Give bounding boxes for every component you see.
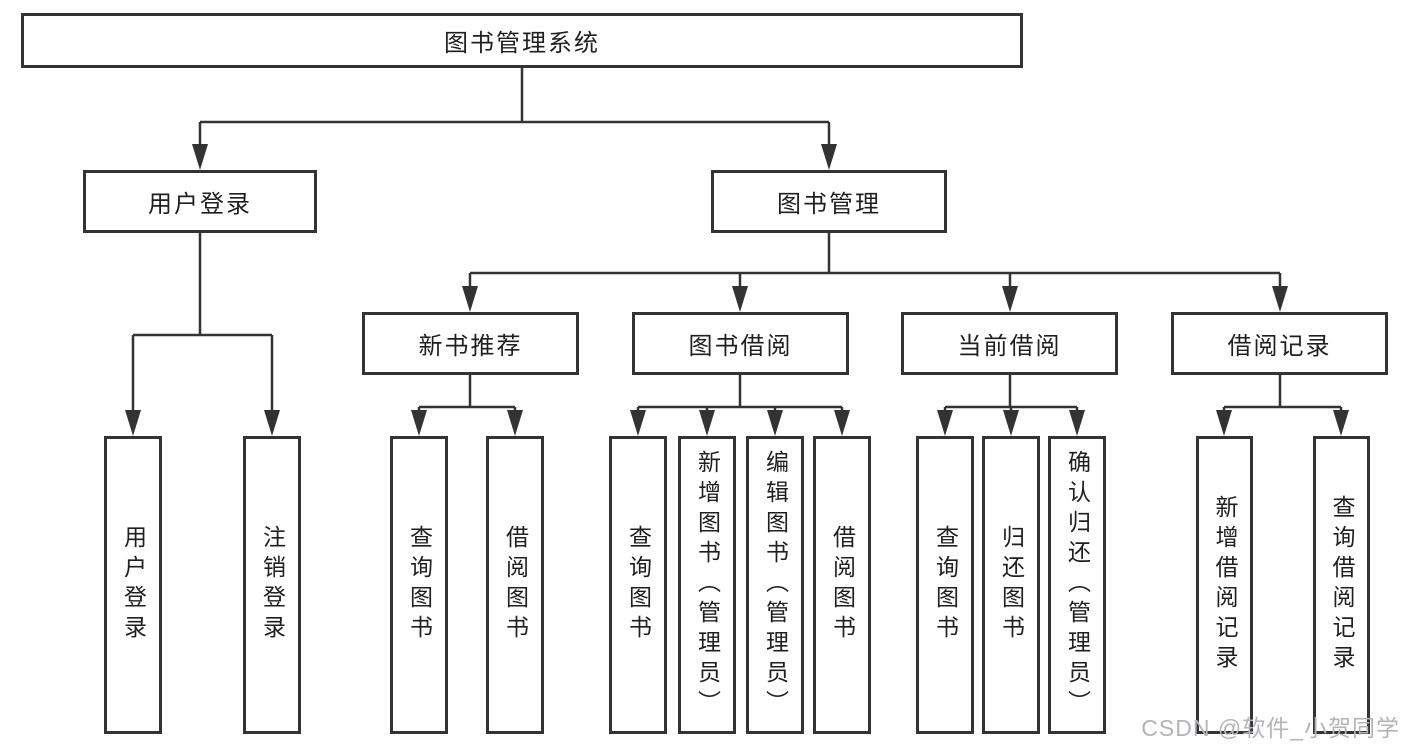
node-label: 图书管理系统 [444,30,600,57]
connector-line [131,233,274,412]
node-label: 图书借阅 [688,333,793,360]
connector-user-login-to-leaves [125,233,280,436]
node-query-books-2: 查询图书 [609,436,667,734]
connector-line [1222,375,1343,412]
csdn-watermark: CSDN @软件_小贺同学 [1141,715,1400,741]
arrowhead-icon [192,144,837,170]
node-label: 新增借阅记录 [1212,495,1238,675]
connector-current-borrowing-to-leaves [937,375,1085,436]
arrowhead-icon [411,410,523,436]
node-borrow-books-2: 借阅图书 [813,436,871,734]
node-label: 借阅记录 [1227,333,1332,360]
connector-line [198,68,831,148]
arrowhead-icon [937,410,1085,436]
node-query-borrow-record: 查询借阅记录 [1313,436,1370,734]
node-label: 查询图书 [406,525,433,645]
connector-line [636,375,844,412]
node-borrow-books-1: 借阅图书 [486,436,544,734]
connector-line [943,375,1079,412]
node-label: 图书管理 [777,191,881,218]
node-current-borrowing: 当前借阅 [901,312,1118,375]
node-query-books-1: 查询图书 [390,436,448,734]
node-label: 借阅图书 [502,525,529,645]
node-query-books-3: 查询图书 [916,436,974,734]
node-confirm-return-admin: 确认归还（管理员） [1048,436,1106,734]
arrowhead-icon [630,410,850,436]
node-add-borrow-record: 新增借阅记录 [1196,436,1253,734]
node-return-books: 归还图书 [982,436,1040,734]
connector-line [468,233,1282,288]
node-label: 查询图书 [625,525,652,645]
node-book-management-system: 图书管理系统 [21,13,1023,68]
arrowhead-icon [462,286,1288,312]
node-logout: 注销登录 [243,436,301,734]
node-borrowing-records: 借阅记录 [1171,312,1388,375]
node-add-books-admin: 新增图书（管理员） [678,436,736,734]
arrowhead-icon [1216,410,1349,436]
node-label: 用户登录 [148,191,252,218]
node-label: 归还图书 [998,525,1025,645]
arrowhead-icon [125,410,280,436]
node-edit-books-admin: 编辑图书（管理员） [746,436,804,734]
node-label: 注销登录 [259,525,286,645]
connector-book-management-to-level3 [462,233,1288,312]
connector-new-book-recommend-to-leaves [411,375,523,436]
node-label: 确认归还（管理员） [1064,450,1091,720]
node-user-login-leaf: 用户登录 [104,436,162,734]
node-book-borrowing: 图书借阅 [632,312,849,375]
node-user-login: 用户登录 [83,170,317,233]
node-label: 编辑图书（管理员） [762,450,789,720]
node-new-book-recommend: 新书推荐 [362,312,579,375]
connector-borrowing-records-to-leaves [1216,375,1349,436]
node-label: 新增图书（管理员） [694,450,721,720]
connector-line [417,375,517,412]
node-label: 查询图书 [932,525,959,645]
node-book-management: 图书管理 [711,170,947,233]
node-label: 当前借阅 [957,333,1062,360]
connector-book-borrowing-to-leaves [630,375,850,436]
node-label: 用户登录 [120,525,147,645]
node-label: 借阅图书 [829,525,856,645]
connector-root-to-level2 [192,68,837,170]
node-label: 查询借阅记录 [1329,495,1355,675]
node-label: 新书推荐 [418,333,523,360]
